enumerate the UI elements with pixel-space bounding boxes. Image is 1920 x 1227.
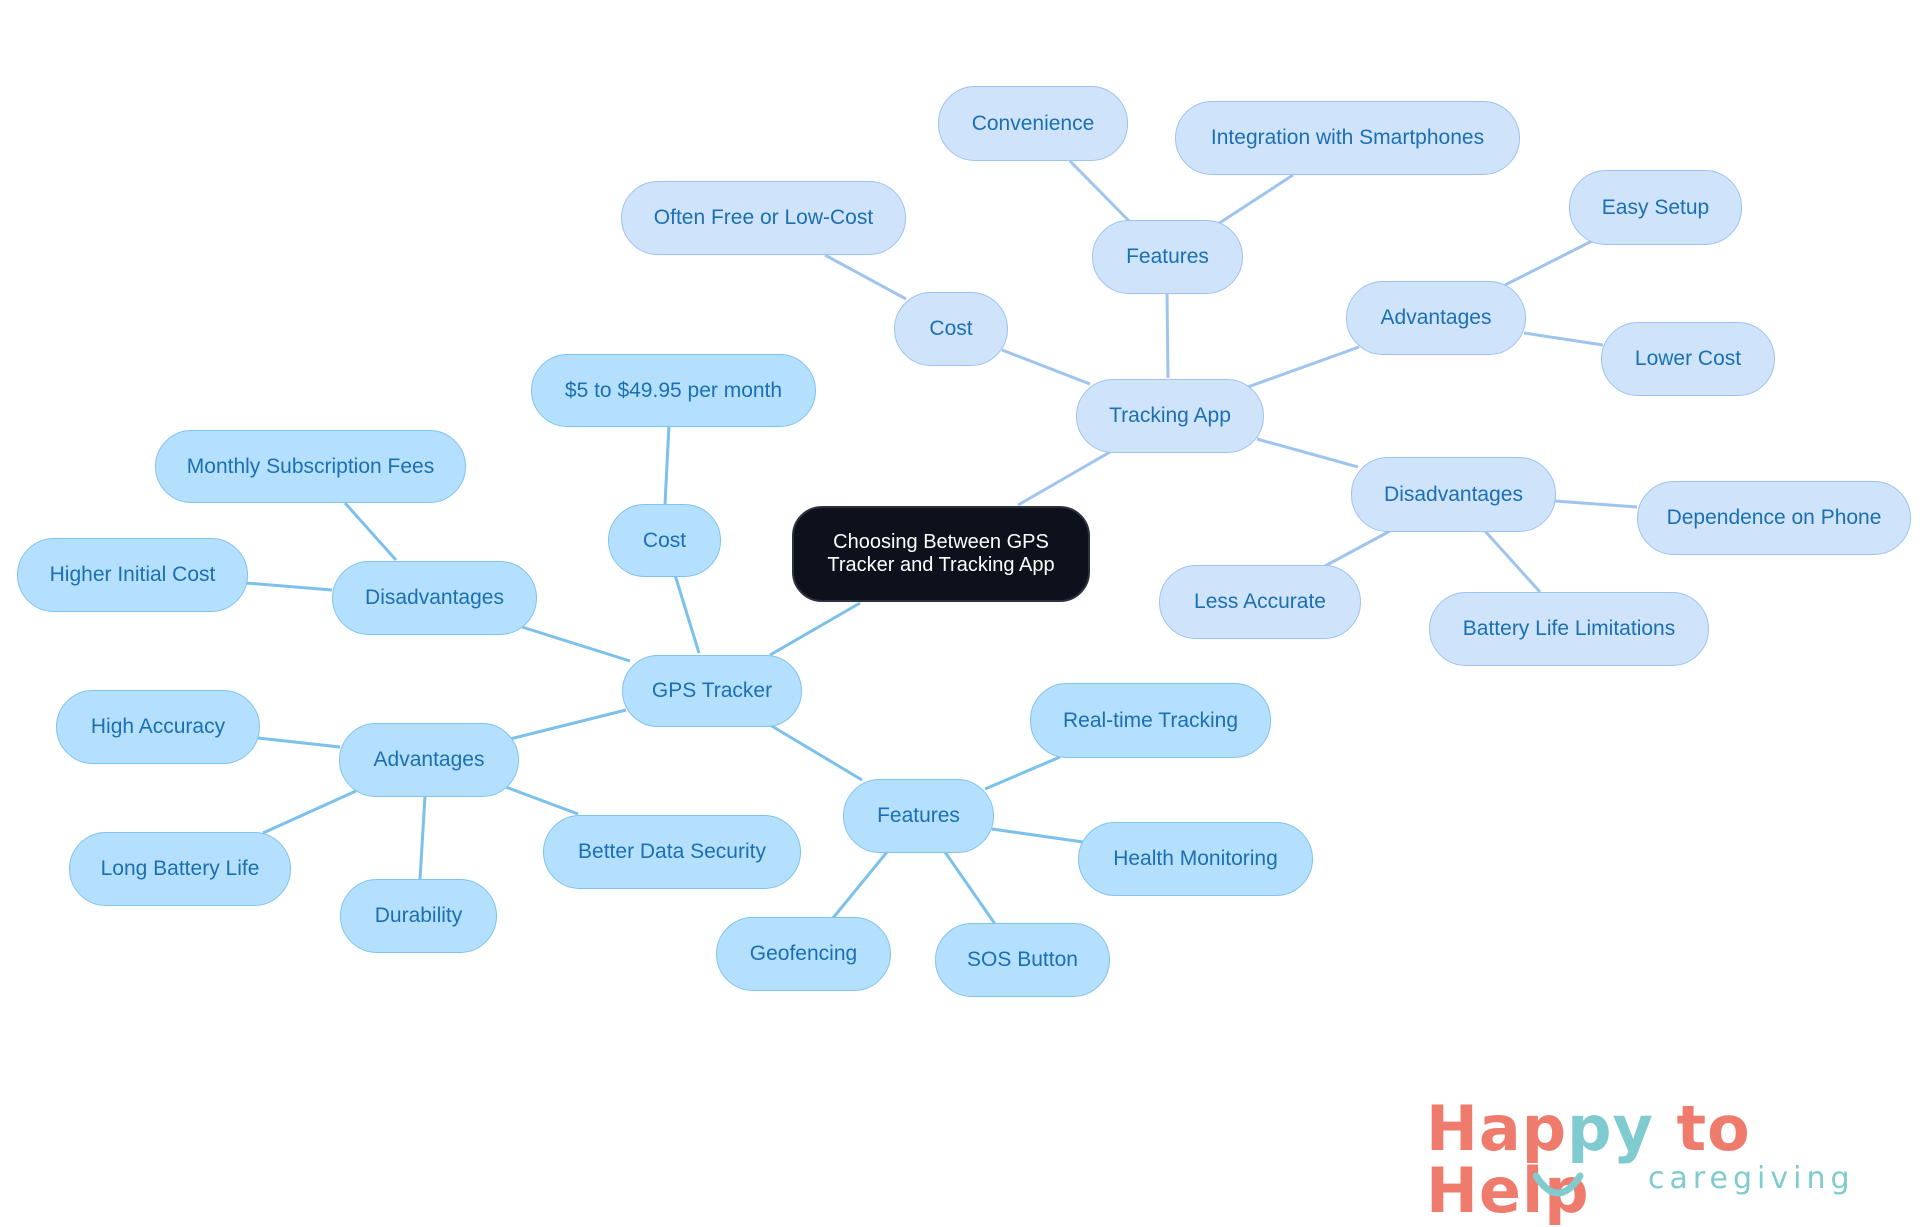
gps-feat-geofencing-node: Geofencing: [716, 917, 891, 991]
edge-gps-cost: [673, 574, 701, 654]
gps-cost-value-node: $5 to $49.95 per month: [531, 354, 816, 427]
logo-text-part2: py: [1567, 1092, 1654, 1165]
edge-app-disadvantages: [1256, 437, 1359, 469]
gps-adv-durability-node: Durability: [340, 879, 497, 953]
edge-center-gps-tracker: [769, 601, 861, 657]
app-disadvantages-node: Disadvantages: [1351, 457, 1556, 532]
gps-feat-health-node: Health Monitoring: [1078, 822, 1313, 896]
tracking-app-node: Tracking App: [1076, 379, 1264, 453]
app-adv-easy-setup-node: Easy Setup: [1569, 170, 1742, 245]
edge-feat-health: [991, 827, 1084, 844]
edge-adv-accuracy: [257, 736, 341, 749]
central-topic-node: Choosing Between GPS Tracker and Trackin…: [792, 506, 1090, 602]
app-dis-phone-node: Dependence on Phone: [1637, 481, 1911, 555]
edge-gps-disadvantages: [521, 625, 631, 663]
app-features-node: Features: [1092, 220, 1243, 294]
gps-adv-battery-node: Long Battery Life: [69, 832, 291, 906]
connector-lines: [245, 159, 1638, 925]
app-advantages-node: Advantages: [1346, 281, 1526, 355]
gps-feat-realtime-node: Real-time Tracking: [1030, 683, 1271, 758]
app-feat-integration-node: Integration with Smartphones: [1175, 101, 1520, 175]
gps-features-node: Features: [843, 779, 994, 853]
happy-to-help-logo: Happy to Help caregiving: [1418, 1098, 1888, 1222]
edge-disadv-initial-cost: [245, 581, 333, 592]
app-dis-accurate-node: Less Accurate: [1159, 565, 1361, 639]
edge-appadv-lower: [1523, 331, 1604, 347]
gps-cost-node: Cost: [608, 504, 721, 577]
edge-app-advantages: [1244, 345, 1360, 390]
gps-feat-sos-node: SOS Button: [935, 923, 1110, 997]
gps-disadv-initial-cost-node: Higher Initial Cost: [17, 538, 248, 612]
edge-gps-advantages: [509, 708, 627, 741]
logo-wordmark: Happy to Help: [1426, 1098, 1888, 1222]
edge-appcost-free: [824, 253, 907, 301]
edge-feat-realtime: [984, 755, 1061, 791]
app-adv-lower-cost-node: Lower Cost: [1601, 322, 1775, 396]
gps-adv-security-node: Better Data Security: [543, 815, 801, 889]
app-cost-node: Cost: [894, 292, 1008, 366]
edge-appfeat-integration: [1217, 173, 1294, 226]
app-feat-convenience-node: Convenience: [938, 86, 1128, 161]
logo-subtitle: caregiving: [1648, 1161, 1855, 1196]
edge-cost-price: [663, 424, 671, 505]
gps-adv-accuracy-node: High Accuracy: [56, 690, 260, 764]
logo-smile-icon: [1532, 1172, 1584, 1197]
logo-text-part1: Hap: [1426, 1092, 1568, 1165]
central-topic-label: Choosing Between GPS Tracker and Trackin…: [827, 531, 1055, 576]
edge-adv-battery: [262, 789, 357, 835]
edge-appadv-easy: [1504, 238, 1595, 287]
app-dis-battery-node: Battery Life Limitations: [1429, 592, 1709, 666]
gps-tracker-node: GPS Tracker: [622, 655, 802, 727]
gps-disadv-subscription-node: Monthly Subscription Fees: [155, 430, 466, 503]
edge-appdis-accurate: [1324, 529, 1391, 568]
edge-feat-geofencing: [831, 851, 889, 919]
edge-feat-sos: [943, 851, 997, 925]
edge-center-tracking-app: [1017, 450, 1111, 507]
app-cost-value-node: Often Free or Low-Cost: [621, 181, 906, 255]
edge-adv-durability: [418, 795, 427, 880]
edge-appdis-battery: [1483, 529, 1542, 594]
gps-disadvantages-node: Disadvantages: [332, 561, 537, 635]
edge-appfeat-convenience: [1068, 159, 1132, 224]
edge-app-features: [1165, 291, 1170, 379]
logo-text-part3: to Help: [1426, 1092, 1751, 1227]
gps-advantages-node: Advantages: [339, 723, 519, 797]
edge-adv-security: [502, 784, 579, 816]
edge-disadv-subscription: [343, 501, 398, 562]
edge-appdis-phone: [1554, 499, 1638, 509]
edge-app-cost: [1001, 348, 1091, 386]
edge-gps-features: [769, 723, 863, 782]
